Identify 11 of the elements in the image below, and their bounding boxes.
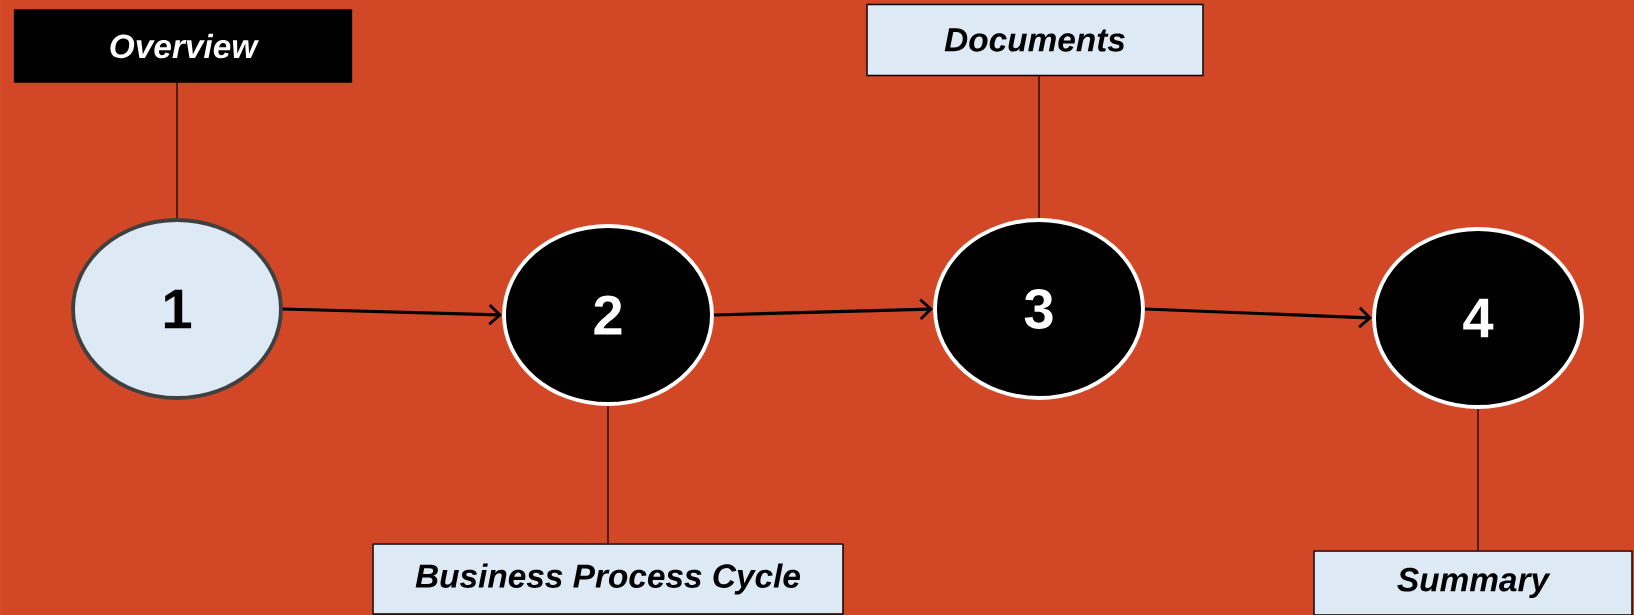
- connector-line: [1477, 408, 1479, 551]
- label-box: Documents: [866, 3, 1204, 77]
- label-box: Summary: [1313, 550, 1633, 615]
- label-box: Overview: [13, 9, 353, 83]
- connector-line: [176, 82, 178, 219]
- arrow: [713, 298, 934, 320]
- connector-line: [607, 405, 609, 544]
- label-box: Business Process Cycle: [372, 543, 844, 615]
- connector-line: [1038, 75, 1040, 219]
- arrow: [1144, 306, 1373, 329]
- arrow: [282, 303, 503, 326]
